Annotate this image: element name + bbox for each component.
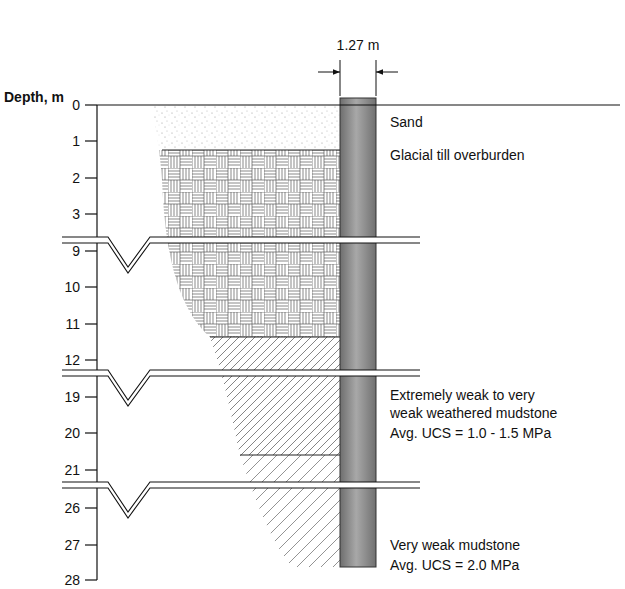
- depth-tick-label: 11: [40, 315, 80, 333]
- soil-layers: [140, 105, 340, 567]
- axis-ticks: [85, 105, 97, 580]
- depth-tick-label: 2: [40, 169, 80, 187]
- depth-tick-label: 1: [40, 132, 80, 150]
- depth-tick-label: 27: [40, 536, 80, 554]
- axis-breaks: [62, 237, 420, 518]
- depth-tick-label: 19: [40, 388, 80, 406]
- depth-tick-label: 3: [40, 205, 80, 223]
- pile-shaft: [340, 98, 376, 567]
- ground-line: [97, 104, 620, 105]
- layer-boundaries: [162, 150, 340, 455]
- axis-title: Depth, m: [4, 88, 84, 106]
- depth-tick-label: 0: [40, 96, 80, 114]
- layer-label: Extremely weak to very weak weathered mu…: [390, 386, 568, 422]
- depth-tick-label: 26: [40, 499, 80, 517]
- dimension-label: 1.27 m: [328, 36, 388, 54]
- layer-label: Sand: [390, 113, 590, 131]
- depth-tick-label: 20: [40, 424, 80, 442]
- depth-tick-label: 21: [40, 461, 80, 479]
- depth-axis: [96, 105, 97, 580]
- depth-tick-label: 10: [40, 278, 80, 296]
- depth-tick-label: 9: [40, 242, 80, 260]
- layer-note: Avg. UCS = 1.0 - 1.5 MPa: [390, 424, 610, 442]
- layer-label: Glacial till overburden: [390, 146, 610, 164]
- layer-note: Avg. UCS = 2.0 MPa: [390, 556, 590, 574]
- layer-label: Very weak mudstone: [390, 536, 590, 554]
- depth-tick-label: 12: [40, 351, 80, 369]
- width-dimension: [318, 60, 398, 96]
- depth-tick-label: 28: [40, 571, 80, 589]
